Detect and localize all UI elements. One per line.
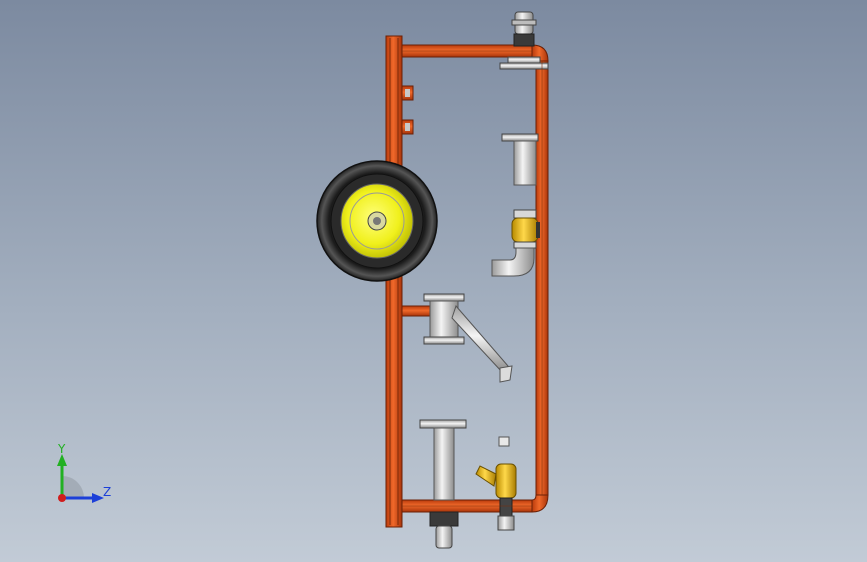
z-axis-label: Z bbox=[103, 485, 111, 499]
lower-pipe-spool[interactable] bbox=[419, 419, 467, 549]
bottom-return-pipe[interactable] bbox=[401, 494, 549, 513]
z-axis-head bbox=[92, 493, 104, 503]
y-axis-head bbox=[57, 454, 67, 466]
frame-bracket-lower[interactable] bbox=[401, 119, 414, 135]
wheel[interactable] bbox=[316, 160, 438, 282]
middle-branch-pipe[interactable] bbox=[401, 305, 431, 317]
x-axis-dot bbox=[58, 494, 66, 502]
axis-triad: Y Z bbox=[57, 442, 111, 503]
top-quick-coupling[interactable] bbox=[499, 11, 549, 70]
small-fitting[interactable] bbox=[498, 436, 510, 447]
frame-bracket-upper[interactable] bbox=[401, 85, 414, 101]
y-strainer[interactable] bbox=[475, 463, 517, 531]
pipe-elbow-upper[interactable] bbox=[491, 247, 535, 277]
frame-main-bar[interactable] bbox=[385, 35, 403, 528]
upper-pipe-spool[interactable] bbox=[501, 133, 539, 186]
y-axis-label: Y bbox=[57, 442, 66, 456]
outline-edges bbox=[402, 50, 543, 507]
diagonal-drain-pipe[interactable] bbox=[451, 305, 513, 383]
triad-plane bbox=[62, 476, 84, 498]
ball-valve[interactable] bbox=[511, 209, 540, 249]
